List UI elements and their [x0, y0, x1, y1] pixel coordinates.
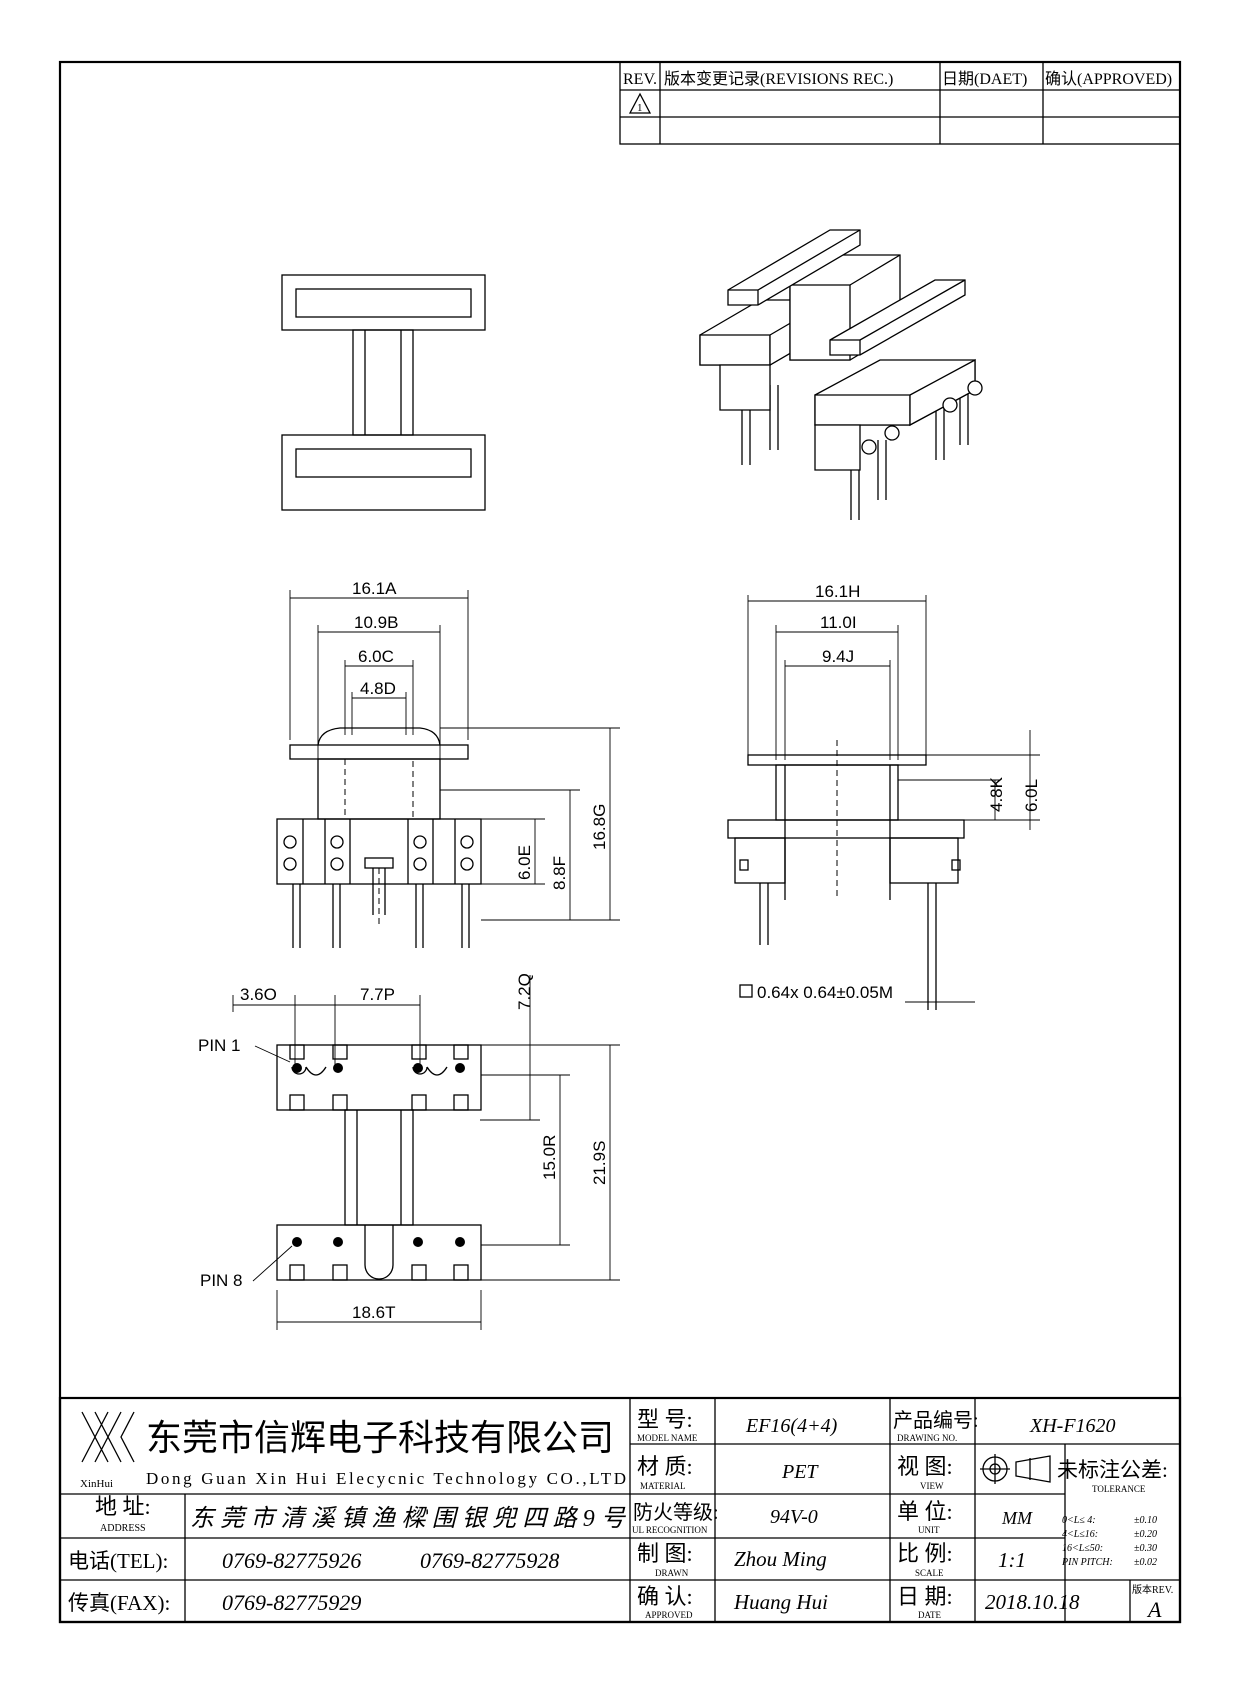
date-label-en: DATE — [918, 1610, 941, 1620]
isometric-view — [699, 229, 983, 520]
ul-value: 94V-0 — [770, 1506, 818, 1528]
tolerance-label: 未标注公差: — [1057, 1458, 1168, 1482]
drawn-label: 制 图: — [637, 1541, 693, 1566]
pin-8-label: PIN 8 — [200, 1271, 243, 1290]
third-angle-projection-icon — [980, 1454, 1051, 1484]
title-block: XinHui 东莞市信辉电子科技有限公司 Dong Guan Xin Hui E… — [58, 1396, 1182, 1624]
date-value: 2018.10.18 — [985, 1590, 1080, 1614]
fax-value: 0769-82775929 — [222, 1590, 361, 1615]
tolerance-label-en: TOLERANCE — [1092, 1484, 1146, 1494]
drawing-no-label-en: DRAWING NO. — [897, 1433, 957, 1443]
sheet-frame — [58, 60, 1182, 1624]
address-label: 地 址: — [95, 1494, 151, 1519]
model-label-en: MODEL NAME — [637, 1433, 698, 1443]
dim-i: 11.0I — [820, 613, 857, 632]
dim-t: 18.6T — [352, 1303, 395, 1322]
dim-e: 6.0E — [515, 845, 534, 880]
dim-p: 7.7P — [360, 985, 395, 1004]
scale-label-en: SCALE — [915, 1568, 944, 1578]
rev-value: A — [1146, 1597, 1162, 1622]
bottom-view: 3.6O 7.7P 7.2Q — [198, 973, 620, 1330]
rev-header: REV. — [623, 71, 657, 88]
dim-g: 16.8G — [590, 804, 609, 850]
dim-l: 6.0L — [1022, 779, 1041, 812]
dim-h: 16.1H — [815, 582, 860, 601]
scale-label: 比 例: — [897, 1541, 953, 1566]
unit-label: 单 位: — [897, 1499, 953, 1524]
square-pin-icon — [739, 984, 753, 998]
model-label: 型 号: — [637, 1407, 693, 1432]
front-view: 16.1A 10.9B 6.0C 4.8D — [276, 579, 620, 948]
tolerance-value: ±0.30 — [1134, 1543, 1157, 1554]
ul-label: 防火等级: — [633, 1501, 719, 1524]
dim-o: 3.6O — [240, 985, 277, 1004]
drawn-label-en: DRAWN — [655, 1568, 689, 1578]
revision-triangle-icon — [628, 92, 652, 114]
drawing-no-label: 产品编号: — [893, 1409, 979, 1432]
rev-symbol-number: 1 — [637, 102, 643, 114]
tel-value-1: 0769-82775926 — [222, 1548, 361, 1573]
date-label: 日 期: — [897, 1584, 953, 1609]
view-label-en: VIEW — [920, 1481, 944, 1491]
pin-1-label: PIN 1 — [198, 1036, 241, 1055]
material-label-en: MATERIAL — [640, 1481, 686, 1491]
company-name-en: Dong Guan Xin Hui Elecycnic Technology C… — [146, 1469, 626, 1488]
side-view: 16.1H 11.0I 9.4J 4.8K 6.0L 0.64x 0.64±0.… — [727, 582, 1041, 1010]
unit-label-en: UNIT — [918, 1525, 940, 1535]
dim-j: 9.4J — [822, 647, 854, 666]
approved-label: 确 认: — [637, 1584, 693, 1609]
dim-f: 8.8F — [550, 856, 569, 890]
dim-m: 0.64x 0.64±0.05M — [757, 983, 893, 1002]
fax-label: 传真(FAX): — [68, 1591, 170, 1615]
tel-value-2: 0769-82775928 — [420, 1548, 559, 1573]
dim-c: 6.0C — [358, 647, 394, 666]
approved-header: 确认(APPROVED) — [1045, 70, 1172, 88]
tel-label: 电话(TEL): — [68, 1549, 168, 1573]
material-label: 材 质: — [637, 1454, 693, 1479]
dim-r: 15.0R — [540, 1135, 559, 1180]
company-name-cn: 东莞市信辉电子科技有限公司 — [146, 1418, 614, 1458]
view-label: 视 图: — [897, 1454, 953, 1479]
revisions-header: 版本变更记录(REVISIONS REC.) — [664, 70, 893, 88]
dim-k: 4.8K — [987, 776, 1006, 812]
dim-d: 4.8D — [360, 679, 396, 698]
approved-label-en: APPROVED — [645, 1610, 693, 1620]
date-header: 日期(DAET) — [942, 70, 1027, 88]
ul-label-en: UL RECOGNITION — [632, 1525, 708, 1535]
tolerance-range: PIN PITCH: — [1061, 1557, 1113, 1568]
model-value: EF16(4+4) — [745, 1415, 838, 1437]
address-value: 东莞市清溪镇渔樑围银兜四路9号 — [190, 1505, 627, 1532]
tolerance-table: 0<L≤ 4: ±0.10 4<L≤16: ±0.20 16<L≤50: ±0.… — [1061, 1515, 1157, 1568]
address-label-en: ADDRESS — [100, 1523, 146, 1534]
tolerance-value: ±0.02 — [1134, 1557, 1157, 1568]
rev-label: 版本REV. — [1132, 1583, 1173, 1596]
material-value: PET — [781, 1461, 819, 1483]
tolerance-value: ±0.10 — [1134, 1515, 1157, 1526]
drawing-no-value: XH-F1620 — [1029, 1415, 1116, 1437]
company-logo: XinHui — [80, 1411, 135, 1490]
logo-text: XinHui — [80, 1478, 113, 1490]
revision-table: REV. 版本变更记录(REVISIONS REC.) 日期(DAET) 确认(… — [619, 61, 1181, 145]
tolerance-range: 0<L≤ 4: — [1062, 1515, 1096, 1526]
unit-value: MM — [1001, 1508, 1033, 1528]
top-view — [281, 274, 486, 511]
dim-b: 10.9B — [354, 613, 398, 632]
dim-a: 16.1A — [352, 579, 397, 598]
tolerance-range: 4<L≤16: — [1062, 1529, 1098, 1540]
dim-s: 21.9S — [590, 1141, 609, 1185]
dim-q: 7.2Q — [515, 973, 534, 1010]
approved-value: Huang Hui — [733, 1590, 828, 1614]
scale-value: 1:1 — [998, 1548, 1026, 1572]
tolerance-value: ±0.20 — [1134, 1529, 1157, 1540]
tolerance-range: 16<L≤50: — [1062, 1543, 1103, 1554]
drawn-value: Zhou Ming — [734, 1547, 827, 1571]
